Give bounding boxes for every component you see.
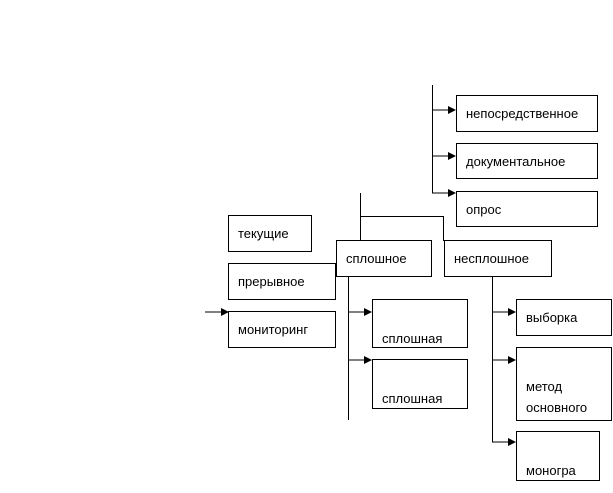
box-monografich: моногра фич.	[516, 431, 600, 481]
box-metod-osnovnogo-massiva: метод основного массива	[516, 347, 612, 421]
box-tekushchie: текущие	[228, 215, 312, 252]
box-monografich-label: моногра фич.	[526, 463, 576, 478]
box-opros-label: опрос	[466, 201, 502, 217]
box-neposredstvennoe-label: непосредственное	[466, 106, 579, 121]
box-neposredstvennoe: непосредственное	[456, 95, 598, 132]
box-monitoring: мониторинг	[228, 311, 336, 348]
box-monitoring-label: мониторинг	[238, 322, 309, 337]
box-metod-osnovnogo-massiva-label: метод основного массива	[526, 379, 588, 415]
box-vyborka: выборка	[516, 299, 612, 336]
box-dokumentalnoe: документальное	[456, 143, 598, 179]
box-nesploshnoe: несплошное	[444, 240, 552, 277]
box-sploshnaya-perepis-label: сплошная перепись	[382, 331, 443, 346]
box-preryvnoe-label: прерывное	[238, 274, 305, 289]
box-vyborka-label: выборка	[526, 310, 578, 325]
box-sploshnoe-label: сплошное	[346, 251, 407, 266]
box-preryvnoe: прерывное	[228, 263, 336, 300]
box-sploshnoe: сплошное	[336, 240, 432, 277]
box-sploshnaya-otchetnost-label: сплошная отчетность	[382, 391, 443, 406]
box-sploshnaya-perepis: сплошная перепись	[372, 299, 468, 348]
box-tekushchie-label: текущие	[238, 226, 289, 241]
box-nesploshnoe-label: несплошное	[454, 251, 529, 266]
box-dokumentalnoe-label: документальное	[466, 153, 566, 169]
box-sploshnaya-otchetnost: сплошная отчетность	[372, 359, 468, 409]
box-opros: опрос	[456, 191, 598, 227]
